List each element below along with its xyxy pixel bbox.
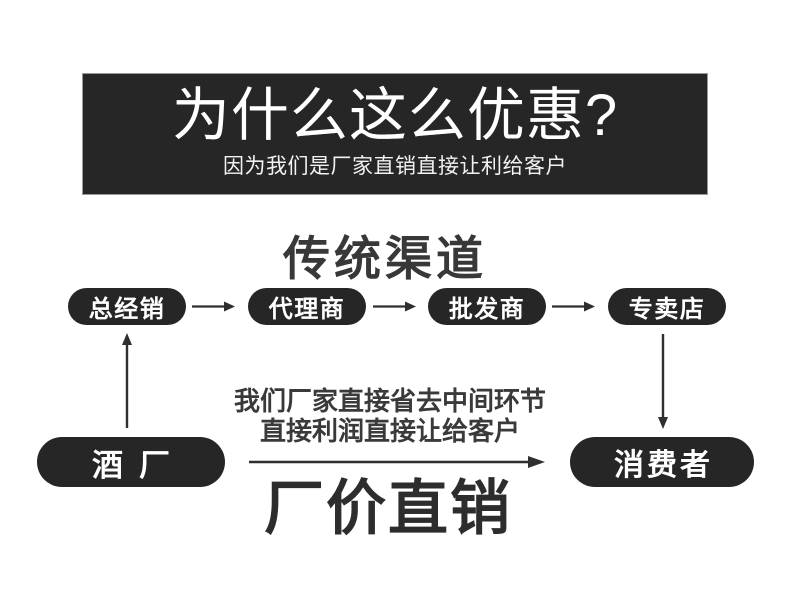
arrow-down-icon: [658, 334, 668, 429]
node-agent: 代理商: [248, 288, 366, 325]
node-consumer: 消费者: [570, 437, 754, 487]
arrow-up-icon: [122, 333, 132, 428]
arrow-right-icon: [552, 301, 595, 312]
note-line-2: 直接利润直接让给客户: [259, 416, 520, 446]
node-wholesaler: 批发商: [428, 288, 546, 325]
arrow-right-icon: [192, 301, 235, 312]
note-line-1: 我们厂家直接省去中间环节: [233, 386, 546, 416]
node-general-distributor: 总经销: [68, 288, 186, 325]
banner-subtitle: 因为我们是厂家直销直接让利给客户: [223, 154, 567, 178]
banner-title: 为什么这么优惠?: [171, 83, 619, 148]
arrow-right-long-icon: [249, 456, 545, 468]
arrow-right-icon: [373, 301, 416, 312]
headline-banner: 为什么这么优惠? 因为我们是厂家直销直接让利给客户: [82, 73, 708, 195]
direct-sales-note: 我们厂家直接省去中间环节 直接利润直接让给客户: [195, 386, 585, 446]
node-retail-store: 专卖店: [608, 288, 726, 325]
traditional-channel-heading: 传统渠道: [283, 232, 487, 285]
node-winery-factory: 酒厂: [37, 437, 225, 487]
factory-direct-headline: 厂价直销: [264, 475, 512, 542]
